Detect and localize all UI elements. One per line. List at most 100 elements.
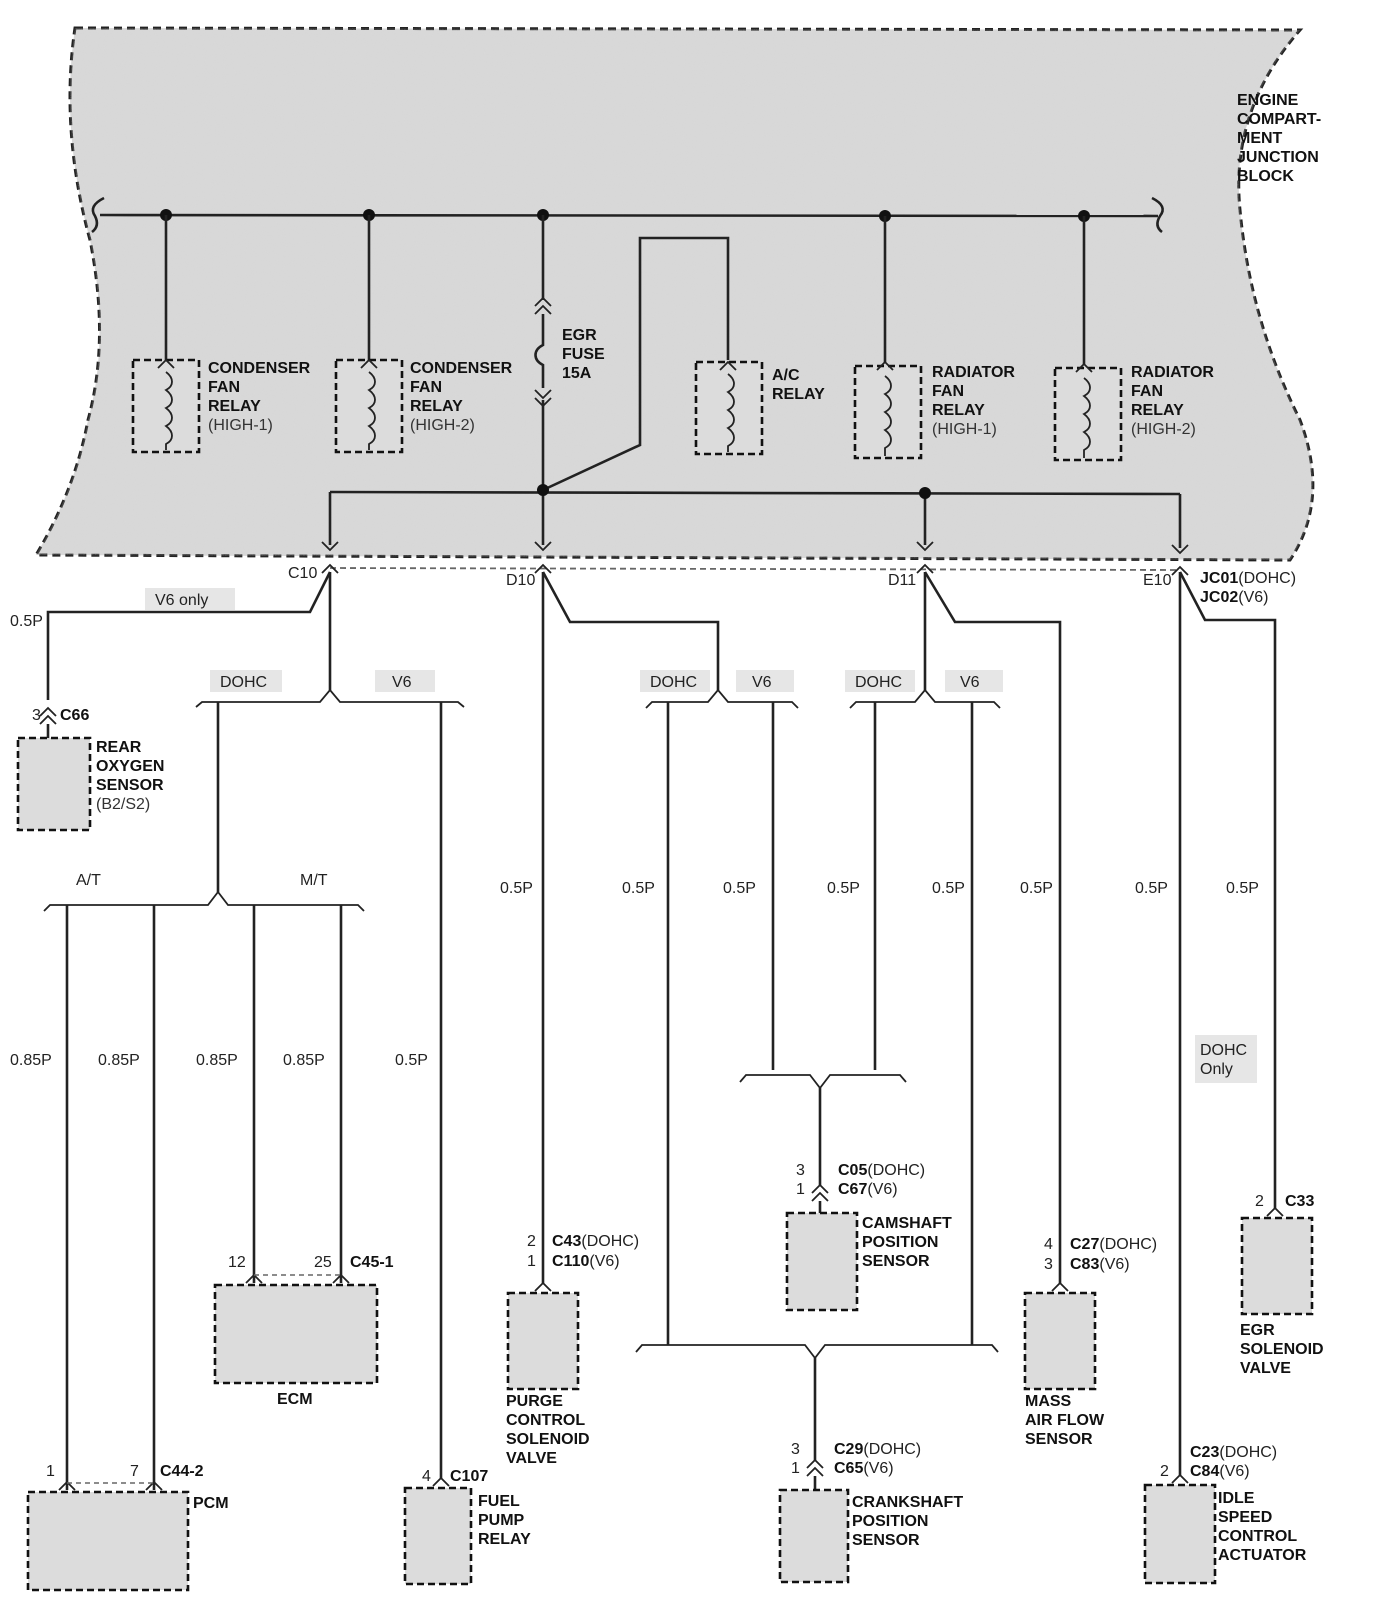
junction-block-label: ENGINE COMPART- MENT JUNCTION BLOCK [1237, 92, 1321, 185]
c44-name: C44-2 [160, 1463, 204, 1480]
c45-pin-b: 25 [314, 1254, 332, 1271]
c43-var-b: (V6) [589, 1253, 619, 1270]
c43-pin-a: 2 [527, 1233, 536, 1250]
isc-line2: SPEED [1218, 1509, 1272, 1526]
c05-name-b: C67 [838, 1181, 867, 1198]
cmp-line3: SENSOR [862, 1253, 930, 1270]
e10-branch: 0.5P 0.5P DOHC Only [1135, 571, 1277, 1475]
egr-solenoid-valve: 2 C33 EGR SOLENOID VALVE [1240, 1193, 1324, 1377]
wire-size-d10-dohc: 0.5P [622, 880, 655, 897]
c23-var-b: (V6) [1219, 1463, 1249, 1480]
svg-text:C43(DOHC): C43(DOHC) [552, 1233, 639, 1250]
variant-dohc-only-2: Only [1200, 1061, 1233, 1078]
variant-v6-d10: V6 [752, 674, 772, 691]
crankshaft-position-sensor: 3 C29(DOHC) 1 C65(V6) CRANKSHAFT POSITIO… [635, 1344, 999, 1584]
purge-line3: SOLENOID [506, 1431, 590, 1448]
c43-name-b: C110 [552, 1253, 589, 1270]
c44-pin-b: 7 [130, 1463, 139, 1480]
c29-name-b: C65 [834, 1460, 863, 1477]
isc-line4: ACTUATOR [1218, 1547, 1307, 1564]
ckp-line3: SENSOR [852, 1532, 920, 1549]
isc-line1: IDLE [1218, 1490, 1255, 1507]
svg-text:C05(DOHC): C05(DOHC) [838, 1162, 925, 1179]
rad1-line4: (HIGH-1) [932, 421, 997, 438]
relay-condenser-fan-high2: CONDENSER FAN RELAY (HIGH-2) [334, 215, 513, 454]
rad2-line3: RELAY [1131, 402, 1184, 419]
c33-name: C33 [1285, 1193, 1314, 1210]
wire-size-d11-dohc: 0.5P [827, 880, 860, 897]
fuel-pump-line3: RELAY [478, 1531, 531, 1548]
pcm-label: PCM [193, 1495, 229, 1512]
c23-pin: 2 [1160, 1463, 1169, 1480]
variant-v6-c10: V6 [392, 674, 412, 691]
svg-text:JC01(DOHC): JC01(DOHC) [1200, 570, 1296, 587]
rear-o2-line4: (B2/S2) [96, 796, 150, 813]
distribution-bus [321, 484, 1189, 576]
jc01-variant: (DOHC) [1238, 570, 1296, 587]
c05-name-a: C05 [838, 1162, 867, 1179]
jb-label-line5: BLOCK [1237, 168, 1294, 185]
c27-name-a: C27 [1070, 1236, 1099, 1253]
jc02-name: JC02 [1200, 589, 1238, 606]
variant-mt: M/T [300, 872, 328, 889]
c23-name-a: C23 [1190, 1444, 1219, 1461]
d11-branch: DOHC V6 0.5P 0.5P 0.5P [827, 571, 1062, 1345]
svg-text:C110(V6): C110(V6) [552, 1253, 620, 1270]
wire-size-mt2: 0.85P [283, 1052, 325, 1069]
cmp-line2: POSITION [862, 1234, 938, 1251]
c23-var-a: (DOHC) [1219, 1444, 1277, 1461]
purge-line4: VALVE [506, 1450, 557, 1467]
jc01-name: JC01 [1200, 570, 1238, 587]
fuse-line3: 15A [562, 365, 592, 382]
svg-text:JC02(V6): JC02(V6) [1200, 589, 1268, 606]
c33-pin: 2 [1255, 1193, 1264, 1210]
c05-pin-b: 1 [796, 1181, 805, 1198]
rad1-line3: RELAY [932, 402, 985, 419]
c29-var-a: (DOHC) [863, 1441, 921, 1458]
svg-text:C65(V6): C65(V6) [834, 1460, 894, 1477]
cond1-line3: RELAY [208, 398, 261, 415]
wire-size-purge: 0.5P [500, 880, 533, 897]
ckp-line1: CRANKSHAFT [852, 1494, 963, 1511]
relay-radiator-fan-high2: RADIATOR FAN RELAY (HIGH-2) [1053, 216, 1214, 462]
cond2-line2: FAN [410, 379, 442, 396]
variant-dohc-only-1: DOHC [1200, 1042, 1247, 1059]
power-bus [91, 196, 1164, 234]
c66-name: C66 [60, 707, 89, 724]
c45-name: C45-1 [350, 1254, 394, 1271]
rear-o2-line2: OXYGEN [96, 758, 164, 775]
maf-line1: MASS [1025, 1393, 1072, 1410]
svg-text:C29(DOHC): C29(DOHC) [834, 1441, 921, 1458]
pcm: 1 7 C44-2 PCM [26, 1463, 229, 1592]
wire-size-isc: 0.5P [1135, 880, 1168, 897]
rear-o2-line3: SENSOR [96, 777, 164, 794]
rear-o2-line1: REAR [96, 739, 142, 756]
egr-valve-line2: SOLENOID [1240, 1341, 1324, 1358]
ecm: 12 25 C45-1 ECM [213, 1254, 394, 1408]
jb-label-line2: COMPART- [1237, 111, 1321, 128]
terminal-d11: D11 [888, 572, 916, 589]
camshaft-position-sensor: 3 C05(DOHC) 1 C67(V6) CAMSHAFT POSITION … [739, 1074, 952, 1312]
egr-valve-line1: EGR [1240, 1322, 1275, 1339]
c27-var-b: (V6) [1099, 1256, 1129, 1273]
c107-pin: 4 [422, 1468, 431, 1485]
ckp-line2: POSITION [852, 1513, 928, 1530]
svg-text:C67(V6): C67(V6) [838, 1181, 898, 1198]
cmp-line1: CAMSHAFT [862, 1215, 952, 1232]
cond1-line2: FAN [208, 379, 240, 396]
jb-label-line1: ENGINE [1237, 92, 1299, 109]
fuel-pump-relay: 4 C107 FUEL PUMP RELAY [403, 1468, 531, 1586]
fuse-line1: EGR [562, 327, 597, 344]
c45-pin-a: 12 [228, 1254, 246, 1271]
c27-pin-a: 4 [1044, 1236, 1053, 1253]
svg-text:C27(DOHC): C27(DOHC) [1070, 1236, 1157, 1253]
c43-name-a: C43 [552, 1233, 581, 1250]
wire-size-d10-v6: 0.5P [723, 880, 756, 897]
c29-pin-b: 1 [791, 1460, 800, 1477]
svg-text:C23(DOHC): C23(DOHC) [1190, 1444, 1277, 1461]
cond1-line1: CONDENSER [208, 360, 311, 377]
variant-dohc-d11: DOHC [855, 674, 902, 691]
variant-at: A/T [76, 872, 101, 889]
c29-pin-a: 3 [791, 1441, 800, 1458]
variant-v6-d11: V6 [960, 674, 980, 691]
